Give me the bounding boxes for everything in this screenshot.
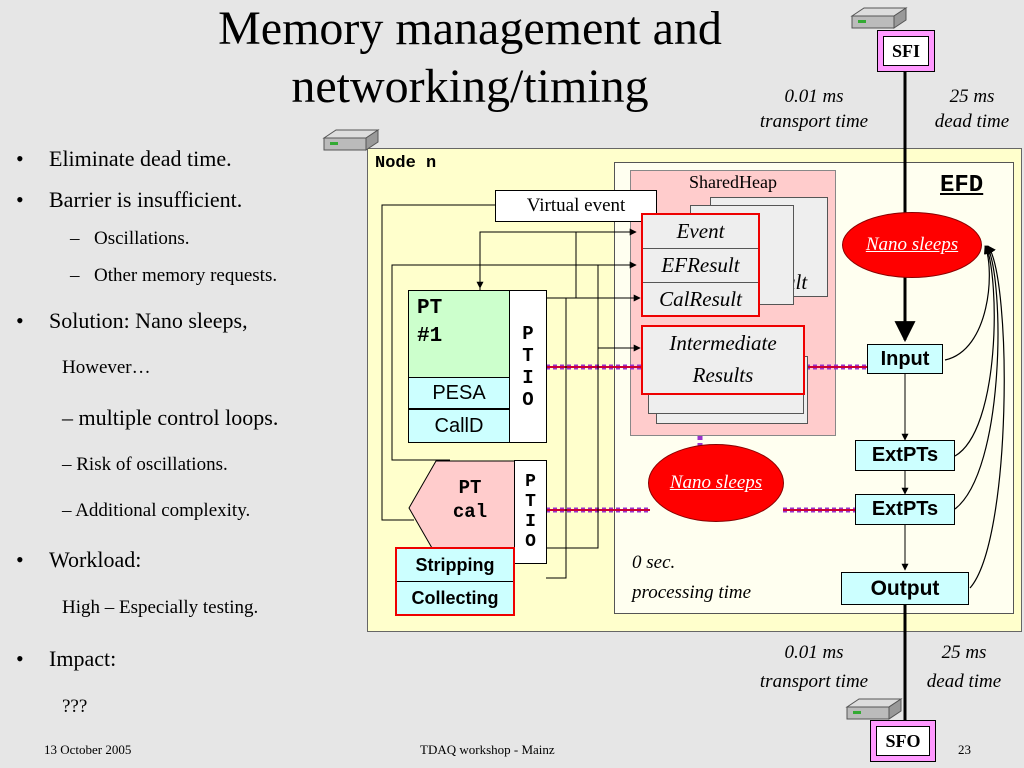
- bullet-2-sub-1: –Oscillations.: [70, 228, 190, 249]
- intermediate-results-box: Intermediate Results: [641, 325, 805, 395]
- ptio-1-box: PTIO: [509, 290, 547, 443]
- heap-event-stack: Event EFResult CalResult: [641, 213, 760, 317]
- bullet-4: •Workload:: [16, 547, 142, 572]
- stripping-collecting-group: Stripping Collecting: [395, 547, 515, 616]
- output-box[interactable]: Output: [841, 572, 969, 605]
- heap-efresult: EFResult: [643, 249, 758, 283]
- bullet-1-text: Eliminate dead time.: [49, 146, 232, 171]
- server-icon-sfi: [850, 7, 908, 29]
- bullet-5-note: ???: [62, 696, 88, 717]
- processing-time-label: 0 sec. processing time: [632, 548, 751, 608]
- collecting-label: Collecting: [411, 588, 499, 608]
- top-transport-value: 0.01 ms: [784, 86, 844, 107]
- bottom-dead-caption: dead time: [926, 671, 1002, 692]
- heap-calresult: CalResult: [659, 287, 742, 311]
- sfo-label: SFO: [876, 726, 930, 756]
- top-dead-value: 25 ms: [949, 86, 995, 107]
- bullet-3-note-3: – Risk of oscillations.: [62, 454, 228, 475]
- heap-event: Event: [643, 215, 758, 249]
- pt1-loop: [479, 231, 576, 290]
- intermediate-line-1: Intermediate: [669, 331, 777, 355]
- bottom-transport-value: 0.01 ms: [784, 642, 844, 663]
- bullet-2-sub-2-text: Other memory requests.: [94, 265, 278, 286]
- footer-date: 13 October 2005: [44, 742, 132, 757]
- bullet-5: •Impact:: [16, 646, 117, 671]
- bullet-2-text: Barrier is insufficient.: [49, 187, 243, 212]
- ptcal-loop-inner: [391, 261, 637, 461]
- top-transport-label: 0.01 ms transport time: [744, 84, 884, 134]
- ptio2-to-intermediate: [546, 344, 641, 549]
- footer-page-number: 23: [958, 742, 971, 757]
- bullet-3-text: Solution: Nano sleeps,: [49, 308, 248, 333]
- bottom-dead-label: 25 ms dead time: [912, 638, 1016, 696]
- sharedheap-label: SharedHeap: [689, 172, 777, 192]
- title-line-2: networking/timing: [291, 60, 649, 113]
- pesa-box: PESA: [408, 377, 510, 409]
- extpts2-loop-curve: [954, 245, 999, 510]
- title-line-1: Memory management and: [218, 2, 722, 55]
- ptio1-to-event: [546, 228, 637, 299]
- bottom-transport-caption: transport time: [759, 671, 869, 692]
- bullet-2: •Barrier is insufficient.: [16, 187, 243, 212]
- nano-sleeps-efd: Nano sleeps: [842, 212, 982, 278]
- virtual-event-label: Virtual event: [495, 190, 657, 222]
- extpts1-loop-curve: [954, 245, 995, 457]
- processing-time-value: 0 sec.: [632, 552, 676, 573]
- slide-title: Memory management and networking/timing: [120, 0, 820, 116]
- efd-label: EFD: [940, 172, 984, 199]
- ptcal-line-2: cal: [452, 501, 488, 523]
- ptio2-to-calresult: [546, 294, 641, 579]
- footer-event: TDAQ workshop - Mainz: [420, 742, 555, 757]
- bullet-2-sub-2: –Other memory requests.: [70, 265, 278, 286]
- bullet-3-note-4: – Additional complexity.: [62, 500, 251, 521]
- input-box[interactable]: Input: [867, 344, 943, 374]
- top-dead-caption: dead time: [934, 111, 1010, 132]
- intermediate-line-2: Results: [692, 363, 754, 387]
- server-icon-sfo: [845, 698, 903, 720]
- ptcal-line-1: PT: [458, 477, 482, 499]
- bullet-1: •Eliminate dead time.: [16, 146, 232, 171]
- bottom-dead-value: 25 ms: [941, 642, 987, 663]
- bullet-4-note: High – Especially testing.: [62, 597, 259, 618]
- bullet-3: •Solution: Nano sleeps,: [16, 308, 248, 333]
- nano-sleeps-node: Nano sleeps: [648, 444, 784, 522]
- extpts-box-2[interactable]: ExtPTs: [855, 494, 955, 525]
- sfi-label: SFI: [883, 36, 929, 66]
- sfi-box[interactable]: SFI: [877, 30, 935, 72]
- top-dead-label: 25 ms dead time: [920, 84, 1024, 134]
- pt1-line-1: PT: [417, 297, 443, 320]
- pt1-line-2: #1: [417, 325, 443, 348]
- ptcal-label: PT cal: [440, 476, 500, 524]
- bottom-transport-label: 0.01 ms transport time: [744, 638, 884, 696]
- bullet-2-sub-1-text: Oscillations.: [94, 228, 190, 249]
- nano-sleeps-node-label: Nano sleeps: [669, 472, 763, 493]
- ptcal-loop-outer: [381, 204, 495, 521]
- stripping-label: Stripping: [397, 549, 513, 582]
- processing-time-caption: processing time: [632, 582, 752, 603]
- bullet-3-note-1: However…: [62, 357, 151, 378]
- server-icon-node: [322, 129, 380, 151]
- top-transport-caption: transport time: [759, 111, 869, 132]
- ptio-2-box: PTIO: [514, 460, 547, 564]
- node-label: Node n: [375, 154, 437, 173]
- nano-sleeps-efd-label: Nano sleeps: [865, 234, 959, 255]
- callid-box: CallD: [408, 409, 510, 443]
- bullet-5-text: Impact:: [49, 646, 117, 671]
- extpts-box-1[interactable]: ExtPTs: [855, 440, 955, 471]
- sfo-box[interactable]: SFO: [870, 720, 936, 762]
- bullet-4-text: Workload:: [49, 547, 142, 572]
- pt1-box[interactable]: PT #1: [408, 290, 510, 378]
- bullet-3-note-2: – multiple control loops.: [62, 405, 279, 430]
- input-loop-curve: [944, 245, 992, 361]
- output-loop-curve: [969, 245, 1005, 589]
